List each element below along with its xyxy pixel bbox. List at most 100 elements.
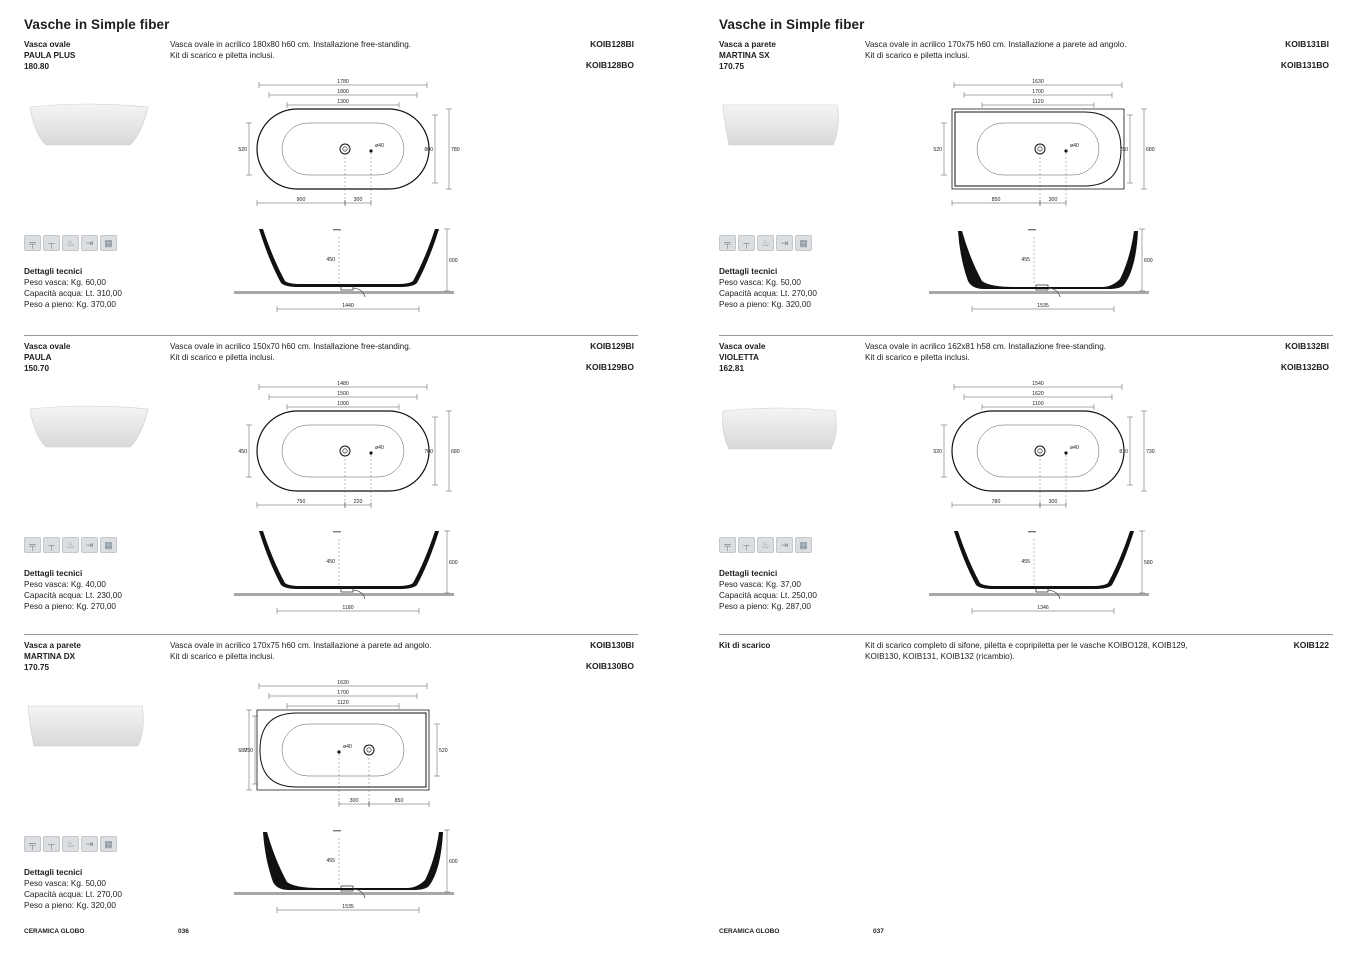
page-title: Vasche in Simple fiber	[719, 17, 865, 32]
height-inner-dim: 520	[933, 147, 942, 153]
product-description: Vasca ovale in acrilico 170x75 h60 cm. I…	[170, 640, 490, 662]
width-outer-dim: 1540	[1032, 381, 1044, 387]
product-name: Vasca a parete MARTINA DX 170.75	[24, 640, 81, 673]
drain-offset-left-dim: 900	[297, 197, 306, 203]
footer-brand: CERAMICA GLOBO	[24, 928, 85, 935]
width-mid-dim: 1620	[1032, 391, 1044, 397]
drain-offset-right-dim: 300	[354, 197, 363, 203]
drain-icon: ⇥	[81, 235, 98, 251]
floor-line	[234, 593, 454, 596]
shower-icon: ╤	[719, 537, 736, 553]
height-a-dim: 780	[451, 147, 460, 153]
product-violetta: Vasca ovale VIOLETTA 162.81 Vasca ovale …	[719, 341, 1333, 631]
drain-offset-right-dim: 220	[354, 499, 363, 505]
bath-mixer-icon: ♨	[62, 836, 79, 852]
width-inner-dim: 1000	[337, 401, 349, 407]
product-type: Vasca ovale	[24, 342, 71, 351]
kit-name: Kit di scarico	[719, 641, 771, 650]
product-model: MARTINA DX	[24, 652, 76, 661]
bathtub-side-profile	[263, 832, 443, 890]
faucet-icon: ┬	[43, 537, 60, 553]
width-inner-dim: 1120	[337, 700, 348, 706]
height-a-dim: 730	[1146, 449, 1155, 455]
width-mid-dim: 1500	[337, 391, 349, 397]
product-size: 170.75	[719, 62, 745, 71]
product-size: 170.75	[24, 663, 50, 672]
height-inner-dim: 520	[238, 147, 247, 153]
product-code: KOIB130BO	[585, 661, 634, 671]
side-drawing: 455 580 1346	[929, 530, 1153, 614]
product-type: Vasca a parete	[719, 40, 776, 49]
kit-description: Kit di scarico completo di sifone, pilet…	[865, 640, 1245, 662]
page-title: Vasche in Simple fiber	[24, 17, 170, 32]
inner-depth-label: 450	[326, 257, 335, 263]
inner-depth-label: 455	[1021, 559, 1030, 565]
faucet-icon: ┬	[43, 836, 60, 852]
bath-mixer-icon: ♨	[62, 235, 79, 251]
product-paula: Vasca ovale PAULA 150.70 Vasca ovale in …	[24, 341, 638, 631]
drain-trap	[1035, 284, 1049, 291]
drain-icon: ⇥	[81, 537, 98, 553]
base-length-dim: 1180	[342, 605, 353, 611]
shower-icon: ╤	[719, 235, 736, 251]
total-height-dim: 580	[1144, 560, 1153, 566]
product-code: KOIB132BO	[1280, 362, 1329, 372]
total-height-dim: 600	[449, 859, 458, 865]
height-b-dim: 810	[1119, 449, 1128, 455]
height-b-dim: 750	[1119, 147, 1128, 153]
bath-mixer-icon: ♨	[757, 537, 774, 553]
drain-offset-left-dim: 780	[992, 499, 1001, 505]
basket-icon: ▦	[100, 836, 117, 852]
height-inner-dim: 450	[238, 449, 247, 455]
faucet-icon: ┬	[43, 235, 60, 251]
tech-full-weight: Peso a pieno: Kg. 320,00	[719, 300, 811, 309]
drain-icon: ⇥	[776, 235, 793, 251]
drain-trap	[1035, 586, 1049, 593]
total-height-dim: 600	[449, 560, 458, 566]
product-model: PAULA PLUS	[24, 51, 76, 60]
description-line: Vasca ovale in acrilico 170x75 h60 cm. I…	[170, 641, 432, 650]
product-description: Vasca ovale in acrilico 150x70 h60 cm. I…	[170, 341, 490, 363]
product-name: Vasca a parete MARTINA SX 170.75	[719, 39, 776, 72]
base-length-dim: 1346	[1037, 605, 1049, 611]
product-model: MARTINA SX	[719, 51, 770, 60]
product-size: 162.81	[719, 364, 745, 373]
description-line: Vasca ovale in acrilico 180x80 h60 cm. I…	[170, 40, 412, 49]
height-inner-dim: 520	[439, 748, 448, 754]
feature-icons: ╤┬♨⇥▦	[719, 537, 812, 553]
drain-offset-right-dim: 300	[1049, 197, 1058, 203]
technical-details-heading: Dettagli tecnici	[719, 267, 778, 276]
feature-icons: ╤┬♨⇥▦	[24, 235, 117, 251]
basket-icon: ▦	[100, 235, 117, 251]
product-type: Vasca a parete	[24, 641, 81, 650]
product-size: 180.80	[24, 62, 50, 71]
tech-full-weight: Peso a pieno: Kg. 270,00	[24, 602, 116, 611]
drain-offset-left-dim: 850	[992, 197, 1001, 203]
tech-weight: Peso vasca: Kg. 37,00	[719, 580, 801, 589]
tech-capacity: Capacità acqua: Lt. 310,00	[24, 289, 122, 298]
floor-line	[234, 291, 454, 294]
kit-di-scarico: Kit di scarico Kit di scarico completo d…	[719, 640, 1333, 680]
product-name: Vasca ovale PAULA PLUS 180.80	[24, 39, 75, 72]
bathtub-photo	[722, 407, 837, 450]
bathtub-photo	[29, 103, 149, 146]
page-left: Vasche in Simple fiber Vasca ovale PAULA…	[24, 17, 638, 935]
product-code: KOIB130BI	[590, 640, 634, 650]
product-code: KOIB131BO	[1280, 60, 1329, 70]
drain-offset-left-dim: 300	[350, 798, 359, 804]
product-name: Vasca ovale PAULA 150.70	[24, 341, 70, 374]
width-inner-dim: 1300	[337, 99, 349, 105]
technical-details-heading: Dettagli tecnici	[24, 267, 83, 276]
feature-icons: ╤┬♨⇥▦	[24, 836, 117, 852]
width-mid-dim: 1700	[337, 690, 349, 696]
drain-offset-right-dim: 850	[395, 798, 404, 804]
description-line: Kit di scarico completo di sifone, pilet…	[865, 641, 1188, 650]
width-mid-dim: 1700	[1032, 89, 1044, 95]
